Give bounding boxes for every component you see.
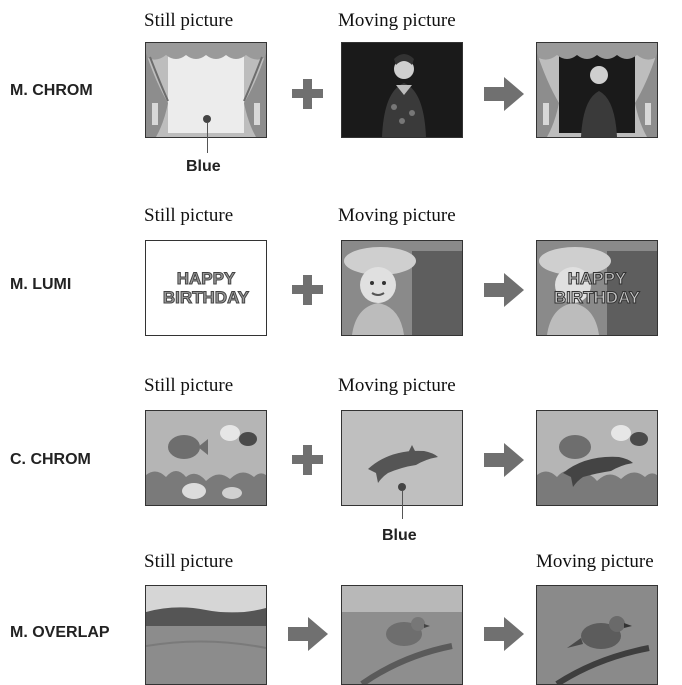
- moving-picture-label: Moving picture: [338, 205, 456, 226]
- mode-label-c-chrom: C. CHROM: [10, 451, 91, 468]
- arrow-right-icon: [288, 617, 328, 656]
- mode-label-m-overlap: M. OVERLAP: [10, 624, 110, 641]
- transition-overlap-image: [341, 585, 463, 685]
- still-picture-label: Still picture: [144, 205, 234, 226]
- blue-leader-line: [402, 491, 403, 519]
- blue-marker-dot: [398, 483, 406, 491]
- result-m-lumi-image: HAPPY BIRTHDAY: [536, 240, 658, 336]
- still-picture-label: Still picture: [144, 551, 234, 572]
- moving-picture-label: Moving picture: [338, 10, 456, 31]
- blue-label: Blue: [186, 158, 221, 175]
- blue-marker-dot: [203, 115, 211, 123]
- arrow-right-icon: [484, 617, 524, 656]
- arrow-right-icon: [484, 443, 524, 482]
- still-birthday-text-image: HAPPY BIRTHDAY: [145, 240, 267, 336]
- result-m-chrom-image: [536, 42, 658, 138]
- plus-icon: [290, 77, 324, 116]
- arrow-right-icon: [484, 273, 524, 312]
- still-landscape-image: [145, 585, 267, 685]
- birthday-overlay-text: HAPPY BIRTHDAY: [553, 269, 641, 308]
- moving-picture-label: Moving picture: [338, 375, 456, 396]
- mode-label-m-chrom: M. CHROM: [10, 82, 93, 99]
- plus-icon: [290, 273, 324, 312]
- mode-label-m-lumi: M. LUMI: [10, 276, 72, 293]
- still-picture-label: Still picture: [144, 375, 234, 396]
- birthday-text: HAPPY BIRTHDAY: [162, 269, 250, 308]
- result-c-chrom-image: [536, 410, 658, 506]
- still-picture-label: Still picture: [144, 10, 234, 31]
- still-aquarium-image: [145, 410, 267, 506]
- moving-girl-image: [341, 240, 463, 336]
- blue-label: Blue: [382, 527, 417, 544]
- moving-bird-image: [536, 585, 658, 685]
- arrow-right-icon: [484, 77, 524, 116]
- still-curtain-image: [145, 42, 267, 138]
- plus-icon: [290, 443, 324, 482]
- blue-leader-line: [207, 123, 208, 153]
- moving-picture-label: Moving picture: [536, 551, 654, 572]
- moving-woman-image: [341, 42, 463, 138]
